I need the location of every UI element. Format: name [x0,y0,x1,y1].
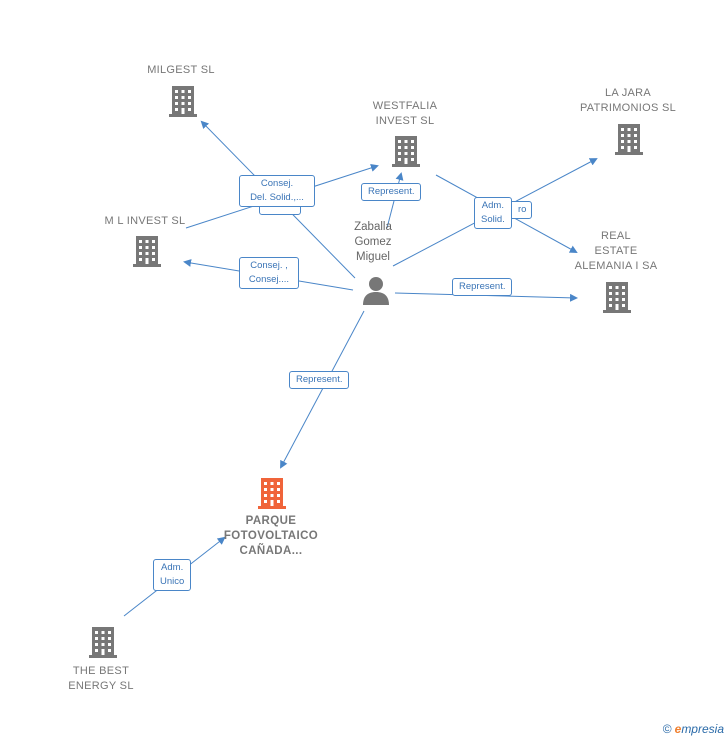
edge-label-represent-realestate[interactable]: Represent. [452,278,513,296]
node-label-bestenergy[interactable]: THE BEST ENERGY SL [68,665,134,692]
edge-label-represent-westfalia[interactable]: Represent. [361,183,422,201]
brand-logo-initial: e [674,722,682,736]
building-icon-milgest [169,86,197,117]
building-icon-lajara [615,124,643,155]
edge-label-adm-solid[interactable]: Adm. Solid. [474,197,512,229]
edge-label-adm-unico[interactable]: Adm. Unico [153,559,192,591]
building-icon-mlinvest [133,236,161,267]
node-label-person[interactable]: Zaballa Gomez Miguel [354,221,392,263]
person-icon [363,277,389,305]
node-label-westfalia[interactable]: WESTFALIA INVEST SL [372,100,438,127]
node-label-realestate[interactable]: REAL ESTATE ALEMANIA I SA [574,230,658,272]
node-label-milgest[interactable]: MILGEST SL [147,64,215,76]
copyright-icon: © [662,722,672,736]
brand-logo-text: mpresia [681,722,724,736]
edge-label-consej-consej[interactable]: Consej. , Consej.... [239,257,299,289]
building-icon-westfalia [392,136,420,167]
node-label-mlinvest[interactable]: M L INVEST SL [104,215,186,227]
building-icon-realestate [603,282,631,313]
edge-label-consej-del[interactable]: Consej. Del. Solid.,... [239,175,315,207]
edge-person-parque [280,310,365,469]
edge-label-represent-parque[interactable]: Represent. [289,371,350,389]
brand-footer: ©empresia [663,722,724,736]
building-icon-bestenergy [89,627,117,658]
node-label-lajara[interactable]: LA JARA PATRIMONIOS SL [579,87,677,114]
building-icon-parque [258,478,286,509]
node-label-parque[interactable]: PARQUE FOTOVOLTAICO CAÑADA... [223,515,319,557]
